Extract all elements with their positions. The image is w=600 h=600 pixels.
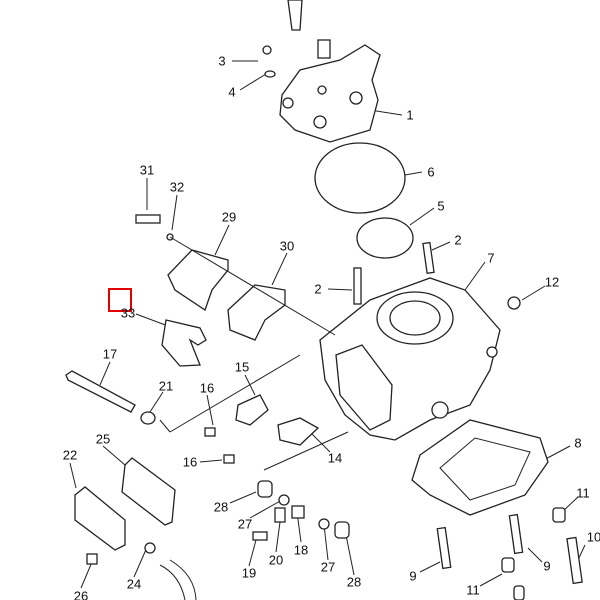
nut — [552, 507, 566, 523]
callout-29: 29 — [221, 209, 237, 225]
screw — [252, 531, 268, 541]
head-gasket-small — [356, 217, 414, 259]
stud — [566, 536, 583, 585]
callout-22: 22 — [62, 447, 78, 463]
spring — [318, 518, 330, 530]
callout-14: 14 — [327, 450, 343, 466]
spring — [278, 494, 290, 506]
base-gasket — [411, 419, 549, 516]
bolt — [135, 214, 161, 224]
callout-31: 31 — [139, 162, 155, 178]
gasket-25 — [121, 457, 176, 526]
callout-4: 4 — [228, 84, 236, 100]
callout-27: 27 — [237, 516, 253, 532]
callout-21: 21 — [158, 378, 174, 394]
callout-28: 28 — [346, 574, 362, 590]
callout-2: 2 — [454, 232, 462, 248]
highlight-box — [108, 288, 132, 312]
clamp — [144, 542, 156, 554]
stud — [436, 526, 452, 570]
callout-16: 16 — [182, 454, 198, 470]
callout-17: 17 — [102, 346, 118, 362]
callout-8: 8 — [574, 435, 582, 451]
callout-9: 9 — [543, 558, 551, 574]
callout-15: 15 — [234, 359, 250, 375]
valve-cover — [167, 249, 229, 312]
callout-24: 24 — [126, 576, 142, 592]
callout-32: 32 — [169, 179, 185, 195]
callout-18: 18 — [293, 542, 309, 558]
callout-26: 26 — [73, 588, 89, 600]
bushing — [140, 411, 156, 425]
nut — [501, 557, 515, 573]
callout-25: 25 — [95, 431, 111, 447]
callout-6: 6 — [427, 164, 435, 180]
head-gasket-large — [314, 142, 406, 214]
collar — [257, 480, 273, 498]
callout-5: 5 — [437, 198, 445, 214]
callout-2: 2 — [314, 281, 322, 297]
callout-19: 19 — [241, 565, 257, 581]
plate — [274, 507, 286, 523]
bolt — [86, 553, 98, 565]
callout-27: 27 — [320, 559, 336, 575]
callout-20: 20 — [268, 552, 284, 568]
cylinder-head — [262, 0, 381, 143]
callout-1: 1 — [406, 107, 414, 123]
nut — [507, 296, 521, 310]
callout-28: 28 — [213, 499, 229, 515]
callout-33: 33 — [120, 305, 136, 321]
callout-7: 7 — [487, 250, 495, 266]
callout-30: 30 — [279, 238, 295, 254]
stud — [513, 585, 525, 600]
hose — [159, 559, 197, 600]
cylinder — [319, 277, 501, 441]
cover-plate — [74, 486, 126, 551]
callout-16: 16 — [199, 380, 215, 396]
callout-10: 10 — [586, 529, 600, 545]
collar — [334, 521, 350, 539]
callout-12: 12 — [544, 274, 560, 290]
screw — [223, 454, 235, 464]
valve-assembly — [277, 417, 320, 446]
gasket-33 — [161, 319, 207, 367]
screw — [204, 427, 216, 437]
stud — [353, 267, 362, 305]
callout-11: 11 — [466, 582, 480, 598]
callout-9: 9 — [409, 568, 417, 584]
callout-3: 3 — [218, 53, 226, 69]
stud — [422, 241, 435, 275]
lever — [291, 505, 305, 519]
valve-assembly — [235, 394, 269, 426]
stud — [508, 513, 524, 555]
callout-11: 11 — [576, 485, 590, 501]
valve-gasket — [227, 284, 286, 341]
shaft — [65, 370, 136, 413]
